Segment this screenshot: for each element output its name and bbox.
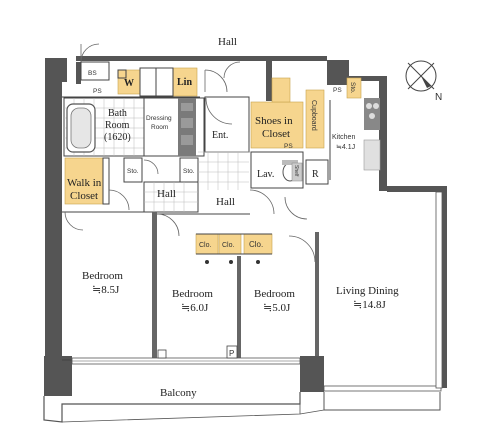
ps-right-label: PS: [284, 143, 293, 150]
w-label: W: [124, 78, 134, 89]
bathroom-label-line1: Bath: [108, 108, 127, 119]
bedroom-1-name: Bedroom: [82, 270, 123, 282]
bathroom-label-line3: (1620): [104, 132, 131, 143]
bedroom-2-name: Bedroom: [172, 288, 213, 300]
living-dining-name: Living Dining: [336, 285, 399, 297]
sto-kitchen-label: Sto.: [349, 82, 356, 94]
dressing-label-line2: Room: [151, 124, 168, 131]
bedroom-3-name: Bedroom: [254, 288, 295, 300]
hall-top-label: Hall: [218, 36, 237, 48]
living-dining-size: ≒14.8J: [353, 299, 386, 311]
cupboard-label: Cupboard: [310, 100, 317, 131]
hall-inner-label: Hall: [216, 196, 235, 208]
ps-kitchen-label: PS: [333, 87, 342, 94]
refrigerator-icon: [305, 159, 329, 185]
entrance: Ent.: [198, 96, 250, 190]
kitchen-size: ≒4.1J: [336, 144, 355, 151]
bedroom-1-size: ≒8.5J: [92, 284, 120, 296]
sto-bath-label: Sto.: [127, 168, 139, 175]
compass-north-label: N: [435, 92, 442, 103]
ent-label: Ent.: [212, 130, 228, 141]
compass-icon: N: [405, 60, 442, 103]
balcony-label: Balcony: [160, 387, 197, 399]
wic-label-line1: Walk in: [67, 177, 102, 189]
exterior-walls: [44, 56, 447, 396]
kitchen-label: Kitchen: [332, 134, 355, 141]
shoes-label-line1: Shoes in: [255, 115, 293, 127]
closet-2-label: Clo.: [222, 242, 235, 249]
refrigerator-label: R: [312, 169, 319, 180]
wic-label-line2: Closet: [70, 190, 98, 202]
dressing-room: Dressing Room: [143, 97, 205, 157]
walk-in-closet: Walk in Closet: [64, 157, 110, 205]
bs-label: BS: [88, 70, 97, 77]
closets: Clo. Clo. Clo.: [195, 233, 273, 264]
bathroom: Bath Room (1620): [63, 97, 145, 157]
bedroom-3-size: ≒5.0J: [263, 302, 291, 314]
kitchen: Sto. PS Kitchen ≒4.1J: [329, 77, 381, 180]
lin-label: Lin: [177, 77, 192, 88]
windows: [71, 191, 443, 392]
lav-label: Lav.: [257, 169, 274, 180]
shoes-label-line2: Closet: [262, 128, 290, 140]
balcony: Balcony: [43, 387, 441, 423]
sto-hall-label: Sto.: [183, 168, 195, 175]
p-mark: P: [229, 349, 234, 358]
shoes-closet: Shoes in Closet: [250, 77, 304, 149]
ps-left-label: PS: [93, 88, 102, 95]
bedroom-2-size: ≒6.0J: [181, 302, 209, 314]
small-hall-tiles: [143, 181, 199, 213]
hall-small-label: Hall: [157, 188, 176, 200]
shelf-label: Shelf: [293, 165, 299, 177]
closet-3-label: Clo.: [249, 240, 263, 249]
dressing-label-line1: Dressing: [146, 115, 172, 122]
closet-1-label: Clo.: [199, 242, 212, 249]
bathroom-label-line2: Room: [105, 120, 130, 131]
